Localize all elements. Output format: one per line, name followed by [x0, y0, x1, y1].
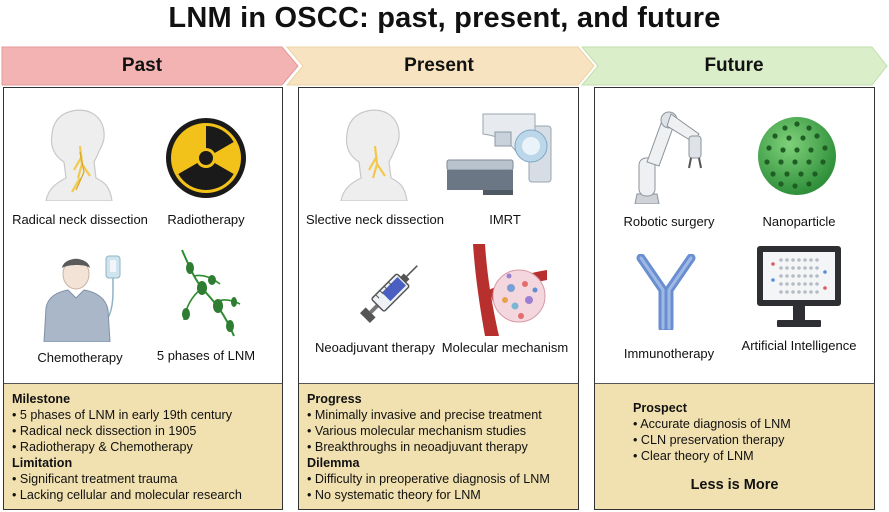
- past-arrow: [1, 46, 299, 86]
- future-summary: Prospect Accurate diagnosis of LNM CLN p…: [595, 383, 874, 509]
- robot-arm-icon: [634, 111, 702, 204]
- past-column: Radical neck dissection Radiotherapy Che…: [3, 87, 283, 510]
- item-label: Robotic surgery: [623, 214, 715, 229]
- item-label: Slective neck dissection: [305, 212, 444, 227]
- list-item: Accurate diagnosis of LNM: [633, 416, 866, 432]
- section-heading: Progress: [307, 392, 362, 406]
- item-label: 5 phases of LNM: [156, 348, 256, 363]
- list-item: Radical neck dissection in 1905: [12, 423, 274, 439]
- past-summary: Milestone 5 phases of LNM in early 19th …: [4, 383, 282, 509]
- section-heading: Prospect: [633, 401, 687, 415]
- phase-label-past: Past: [121, 55, 163, 76]
- patient-iv-icon: [43, 255, 121, 342]
- radiation-icon: [166, 118, 246, 198]
- present-summary: Progress Minimally invasive and precise …: [299, 383, 578, 509]
- list-item: Radiotherapy & Chemotherapy: [12, 439, 274, 455]
- item-label: Artificial Intelligence: [741, 338, 857, 353]
- item-label: Neoadjuvant therapy: [315, 340, 435, 355]
- nanoparticle-icon: [758, 117, 836, 195]
- item-label: Immunotherapy: [623, 346, 715, 361]
- item-label: Nanoparticle: [762, 214, 836, 229]
- present-arrow: [285, 46, 595, 86]
- list-item: CLN preservation therapy: [633, 432, 866, 448]
- present-column: Slective neck dissection IMRT: [298, 87, 579, 510]
- future-column: Robotic surgery Nanoparticle: [594, 87, 875, 510]
- page-title: LNM in OSCC: past, present, and future: [168, 2, 721, 34]
- antibody-icon: [636, 254, 696, 330]
- lymph-vessel-icon: [181, 249, 241, 337]
- head-neck-icon: [340, 109, 408, 201]
- tagline: Less is More: [690, 477, 779, 493]
- list-item: No systematic theory for LNM: [307, 487, 570, 503]
- section-heading: Dilemma: [307, 456, 360, 470]
- section-heading: Limitation: [12, 456, 73, 470]
- list-item: Difficulty in preoperative diagnosis of …: [307, 471, 570, 487]
- ai-monitor-icon: [757, 246, 841, 327]
- phase-arrows: [1, 46, 888, 86]
- list-item: Various molecular mechanism studies: [307, 423, 570, 439]
- molecular-vessel-icon: [473, 244, 547, 336]
- list-item: Minimally invasive and precise treatment: [307, 407, 570, 423]
- phase-label-present: Present: [404, 55, 474, 76]
- list-item: Lacking cellular and molecular research: [12, 487, 274, 503]
- section-heading: Milestone: [12, 392, 71, 406]
- list-item: 5 phases of LNM in early 19th century: [12, 407, 274, 423]
- list-item: Breakthroughs in neoadjuvant therapy: [307, 439, 570, 455]
- item-label: Radical neck dissection: [12, 212, 148, 227]
- item-label: Radiotherapy: [167, 212, 245, 227]
- syringe-icon: [360, 265, 418, 323]
- list-item: Significant treatment trauma: [12, 471, 274, 487]
- item-label: IMRT: [489, 212, 521, 227]
- linac-machine-icon: [446, 113, 552, 195]
- future-arrow: [580, 46, 888, 86]
- phase-label-future: Future: [704, 55, 764, 76]
- list-item: Clear theory of LNM: [633, 448, 866, 464]
- item-label: Chemotherapy: [37, 350, 123, 365]
- item-label: Molecular mechanism: [441, 340, 569, 355]
- head-neck-icon: [45, 109, 113, 201]
